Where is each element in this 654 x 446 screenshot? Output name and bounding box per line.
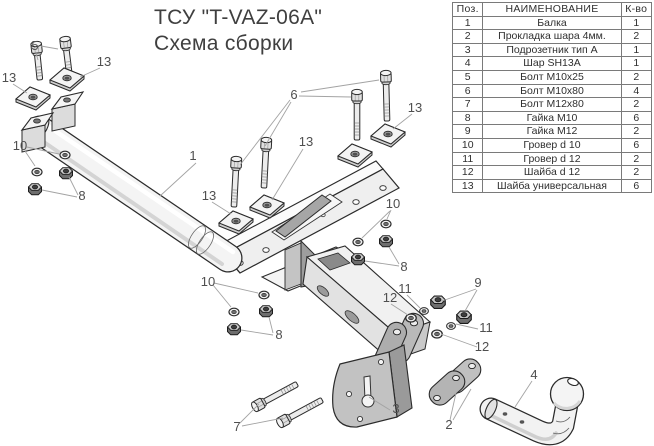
callout-11a: 11: [398, 281, 412, 296]
callout-8a: 8: [78, 188, 85, 203]
drawing-title-line1: ТСУ "T-VAZ-06A": [154, 6, 323, 29]
callout-12b: 12: [475, 339, 489, 354]
tow-ball-part: [479, 376, 585, 446]
callout-8c: 8: [275, 327, 282, 342]
callout-10c: 10: [201, 274, 215, 289]
callout-13a: 13: [2, 70, 16, 85]
callout-5: 5: [31, 38, 38, 53]
callout-2: 2: [445, 417, 452, 432]
cell-pos: 13: [451, 178, 484, 194]
callout-6: 6: [290, 87, 297, 102]
leader-lines: [12, 45, 533, 427]
cell-pos: 7: [451, 97, 484, 112]
beam-clamp-right: [50, 91, 85, 132]
callout-13e: 13: [202, 188, 216, 203]
callouts: 1 2 3 4 5 6 7 8 8 8 9 10 10 10 11 11 12 …: [2, 38, 538, 434]
callout-12a: 12: [383, 290, 397, 305]
callout-8b: 8: [400, 259, 407, 274]
crossbar-strip-part: [271, 193, 343, 241]
cell-pos: 3: [451, 42, 484, 58]
callout-11b: 11: [479, 320, 493, 335]
drawing-title-line2: Схема сборки: [154, 32, 294, 55]
beam-clamp-left: [20, 112, 55, 153]
callout-9: 9: [474, 275, 481, 290]
drawing-title: ТСУ "T-VAZ-06A" Схема сборки: [154, 5, 322, 57]
cell-pos: 4: [451, 56, 484, 71]
callout-13b: 13: [97, 54, 111, 69]
bolt-7-group: [249, 378, 326, 430]
callout-3: 3: [392, 401, 399, 416]
callout-1: 1: [189, 148, 196, 163]
spacer-plate-2-group: [428, 358, 482, 406]
callout-4: 4: [530, 367, 537, 382]
callout-10b: 10: [386, 196, 400, 211]
callout-10a: 10: [13, 138, 27, 153]
cell-qty: 2: [620, 69, 653, 85]
table-header-row: Поз. НАИМЕНОВАНИЕ К-во: [451, 2, 653, 17]
cell-qty: 6: [620, 178, 653, 194]
cell-name: Шайба универсальная: [482, 178, 622, 194]
callout-13d: 13: [408, 100, 422, 115]
socket-bracket-part: [332, 344, 413, 428]
callout-7: 7: [233, 419, 240, 434]
callout-13c: 13: [299, 134, 313, 149]
